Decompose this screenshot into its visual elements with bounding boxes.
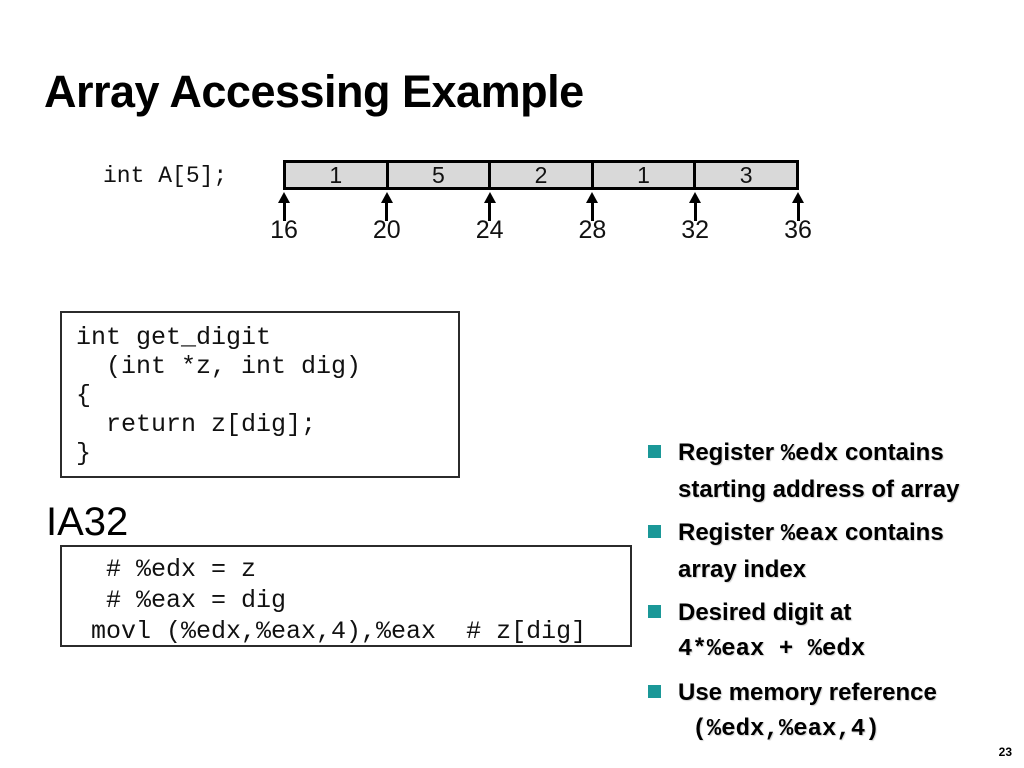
address-arrow-icon — [380, 192, 393, 221]
bullet-text-segment: Register — [678, 439, 781, 466]
array-cell: 1 — [590, 163, 694, 187]
bullet-item: Desired digit at 4*%eax + %edx — [648, 595, 998, 667]
address-label: 20 — [372, 216, 401, 244]
array-cell: 1 — [286, 163, 386, 187]
bullet-text: Use memory reference (%edx,%eax,4) — [678, 675, 937, 747]
arrow-head-icon — [380, 192, 393, 203]
bullet-text-segment: array index — [678, 556, 807, 583]
arrow-line — [796, 203, 800, 221]
address-arrow-icon — [483, 192, 496, 221]
array-cell: 3 — [693, 163, 796, 187]
bullet-code-segment: %edx — [780, 441, 839, 468]
arrow-head-icon — [586, 192, 599, 203]
bullet-item: Register %eax contains array index — [648, 515, 998, 587]
address-arrow-icon — [792, 192, 804, 221]
arrow-head-icon — [689, 192, 702, 203]
arrow-head-icon — [483, 192, 496, 203]
arrow-head-icon — [792, 192, 804, 203]
bullet-text: Desired digit at 4*%eax + %edx — [678, 595, 865, 667]
address-arrow-icon — [689, 192, 702, 221]
asm-code-box: # %edx = z # %eax = dig movl (%edx,%eax,… — [60, 545, 632, 647]
asm-code-text: # %edx = z # %eax = dig movl (%edx,%eax,… — [91, 555, 587, 646]
bullet-code-segment: %eax — [780, 521, 839, 548]
slide-title: Array Accessing Example — [44, 66, 584, 117]
address-label: 16 — [270, 216, 298, 244]
bullet-code-segment: 4*%eax + %edx — [678, 636, 866, 663]
bullet-list: Register %edx contains starting address o… — [648, 435, 998, 755]
bullet-text-segment: Use memory reference — [678, 679, 937, 706]
address-label: 28 — [578, 216, 607, 244]
ia32-label: IA32 — [46, 500, 129, 544]
bullet-text: Register %eax contains array index — [678, 515, 944, 587]
arrow-head-icon — [278, 192, 290, 203]
array-declaration: int A[5]; — [103, 163, 228, 189]
arrow-line — [282, 203, 286, 221]
bullet-item: Register %edx contains starting address o… — [648, 435, 998, 507]
c-code-box: int get_digit (int *z, int dig) { return… — [60, 311, 460, 478]
bullet-text-segment: starting address of array — [678, 476, 960, 503]
bullet-square-icon — [648, 445, 661, 458]
array-address-axis: 16 20 24 28 32 36 — [270, 190, 812, 250]
arrow-line — [693, 203, 697, 221]
array-cell: 2 — [488, 163, 591, 187]
address-label: 36 — [784, 216, 812, 244]
bullet-square-icon — [648, 525, 661, 538]
bullet-text: Register %edx contains starting address o… — [678, 435, 959, 507]
bullet-item: Use memory reference (%edx,%eax,4) — [648, 675, 998, 747]
address-arrow-icon — [586, 192, 599, 221]
array-cell: 5 — [385, 163, 489, 187]
page-number: 23 — [998, 745, 1012, 759]
bullet-text-segment: contains — [838, 439, 944, 466]
arrow-line — [385, 203, 389, 221]
arrow-line — [488, 203, 492, 221]
bullet-square-icon — [648, 685, 661, 698]
bullet-text-segment: Desired digit at — [678, 599, 852, 626]
bullet-text-segment: Register — [678, 519, 781, 546]
bullet-text-segment: contains — [838, 519, 944, 546]
address-label: 32 — [681, 216, 710, 244]
c-code-text: int get_digit (int *z, int dig) { return… — [76, 323, 362, 468]
address-label: 24 — [475, 216, 504, 244]
arrow-line — [590, 203, 594, 221]
bullet-square-icon — [648, 605, 661, 618]
address-arrow-icon — [278, 192, 290, 221]
bullet-code-segment: (%edx,%eax,4) — [678, 716, 880, 743]
